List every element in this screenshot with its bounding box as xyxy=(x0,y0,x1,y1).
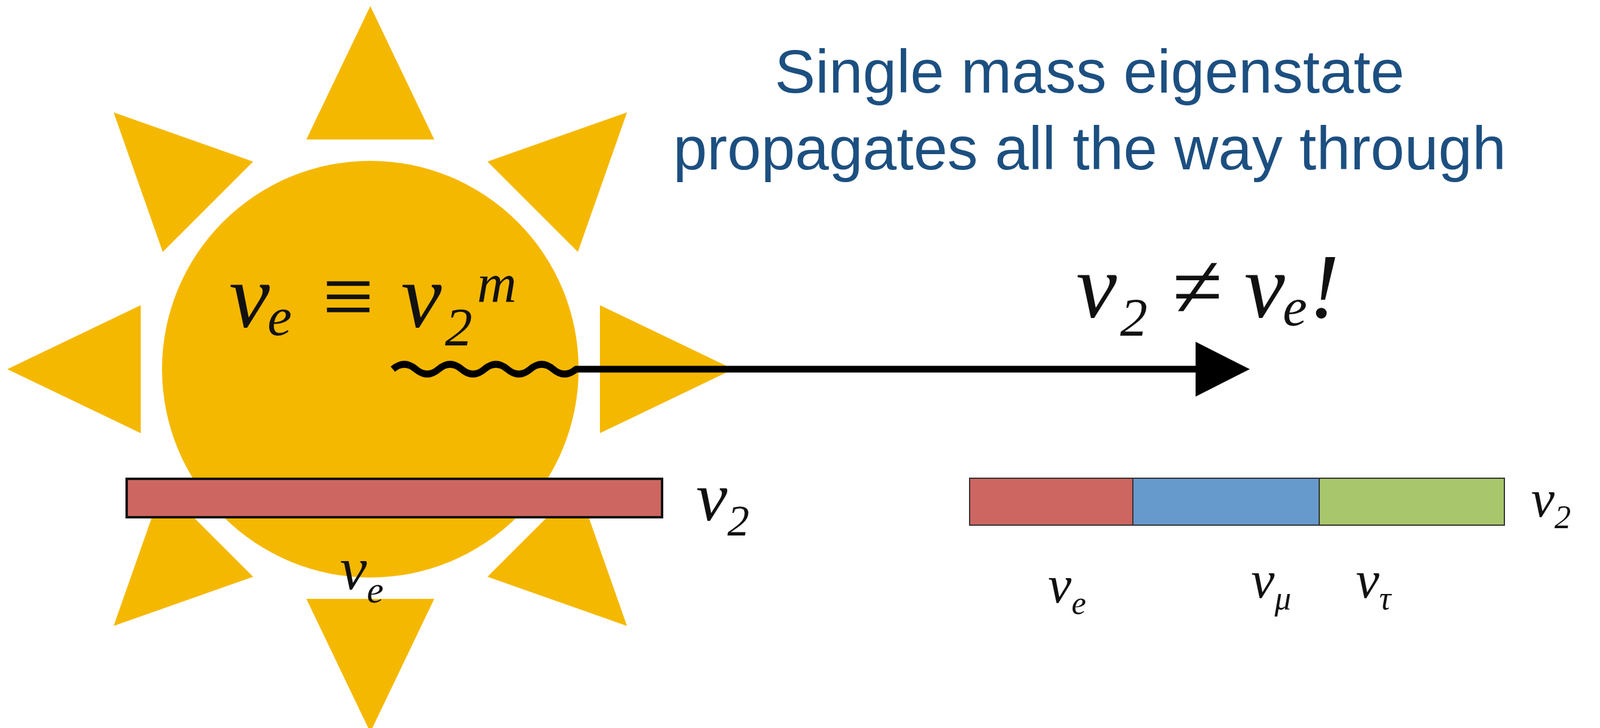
bar-label: ν2 xyxy=(1531,464,1571,539)
bar-segment xyxy=(1319,478,1504,525)
flavor-label: νe xyxy=(339,529,384,614)
flavor-label: ντ xyxy=(1355,545,1392,620)
mass-state-equation: νₑ ≡ ν₂ᵐ xyxy=(229,241,512,351)
math-label: ν₂ ≠ νₑ! xyxy=(1076,231,1340,342)
bar-label: ν2 xyxy=(696,451,750,550)
bar-segment xyxy=(970,478,1134,525)
flavor-label: νμ xyxy=(1251,545,1291,620)
diagram-title: Single mass eigenstate propagates all th… xyxy=(648,32,1532,187)
bar-segments xyxy=(970,478,1504,525)
flavor-bar: ν2νe xyxy=(125,477,664,519)
flavor-label: νe xyxy=(1048,550,1086,625)
flavor-bar: ν2νeνμντ xyxy=(969,477,1505,526)
bar-segment xyxy=(1133,478,1320,525)
